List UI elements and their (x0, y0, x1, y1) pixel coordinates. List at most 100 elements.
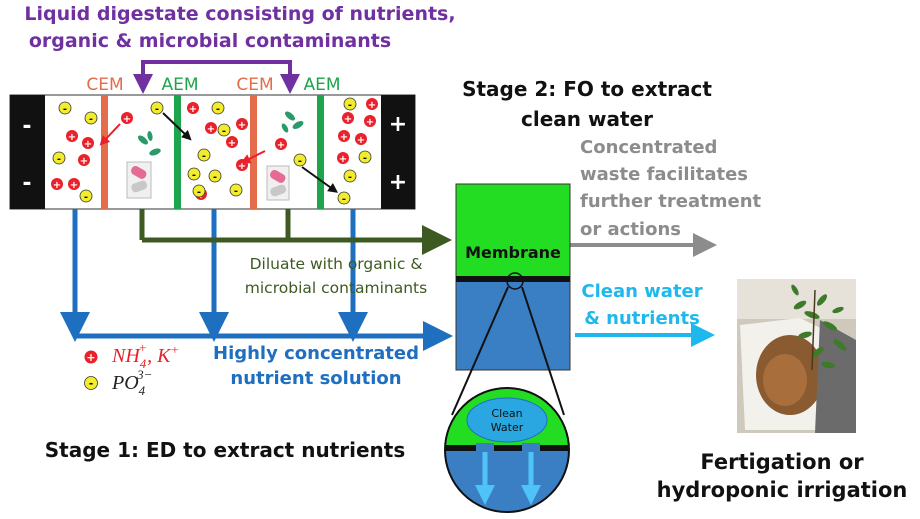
cem1-label: CEM (86, 75, 123, 95)
zoom-marker (506, 272, 524, 290)
svg-text:+: + (84, 139, 92, 150)
svg-text:-: - (197, 187, 201, 198)
svg-text:-: - (192, 170, 196, 181)
legend-anion-icon: - (84, 376, 98, 390)
svg-text:+: + (207, 124, 215, 135)
cation-ion: + (366, 98, 378, 111)
svg-text:-: - (89, 114, 93, 125)
membrane-label: Membrane (465, 243, 561, 262)
svg-text:+: + (123, 114, 131, 125)
cation-ion: + (275, 138, 287, 151)
anion-ion: - (52, 151, 66, 165)
svg-text:+: + (357, 135, 365, 146)
svg-text:+: + (68, 132, 76, 143)
feed-arrows (133, 60, 300, 94)
cathode-sign-2: - (22, 171, 31, 196)
anion-ion: - (84, 111, 98, 125)
svg-text:+: + (70, 180, 78, 191)
cation-ion: + (236, 118, 248, 131)
anion-ion: - (197, 148, 211, 162)
clean-water-line1: Clean water (581, 281, 702, 302)
anion-ion: - (58, 101, 72, 115)
svg-text:+: + (238, 161, 246, 172)
svg-text:-: - (202, 151, 206, 162)
aem2-label: AEM (303, 75, 340, 95)
svg-text:-: - (348, 100, 352, 111)
cem2-label: CEM (236, 75, 273, 95)
cation-ion: + (338, 130, 350, 143)
fertigation-line1: Fertigation or (700, 450, 864, 474)
svg-text:-: - (348, 172, 352, 183)
svg-text:+: + (366, 117, 374, 128)
svg-text:-: - (216, 104, 220, 115)
cation-ion: + (68, 178, 80, 191)
waste-line3: further treatment (580, 191, 762, 212)
svg-text:-: - (234, 186, 238, 197)
cation-ion: + (364, 115, 376, 128)
anion-ion: - (211, 101, 225, 115)
legend-cation-text: NH4+, K+ (111, 340, 179, 371)
waste-line2: waste facilitates (580, 164, 748, 185)
anion-ion: - (343, 97, 357, 111)
anion-ion: - (79, 189, 93, 203)
svg-text:-: - (222, 126, 226, 137)
svg-text:+: + (238, 120, 246, 131)
zoom-line2: Water (491, 421, 524, 434)
cathode-sign-1: - (22, 114, 31, 139)
ed-cell: - - + + (9, 94, 416, 210)
feed-chamber (455, 277, 571, 371)
anion-ion: - (150, 101, 164, 115)
microbe-icon (138, 111, 304, 156)
plant-photo (737, 279, 856, 433)
legend-anion-text: PO43− (111, 367, 152, 398)
anion-ion: - (187, 167, 201, 181)
anion-ion: - (208, 169, 222, 183)
anode-sign-1: + (389, 112, 407, 137)
cem1-membrane (101, 95, 108, 209)
cation-migration-arrows (99, 123, 266, 164)
cation-ion: + (226, 136, 238, 149)
cation-ion: + (205, 122, 217, 135)
svg-text:+: + (53, 180, 61, 191)
svg-text:-: - (57, 154, 61, 165)
stage2-line1: Stage 2: FO to extract (462, 77, 712, 101)
anion-ion: - (293, 153, 307, 167)
svg-text:+: + (86, 351, 95, 364)
svg-text:+: + (340, 132, 348, 143)
stage2-line2: clean water (521, 107, 653, 131)
anion-ion: - (337, 191, 351, 205)
header-line2: organic & microbial contaminants (29, 30, 391, 52)
diluate-line1: Diluate with organic & (250, 255, 423, 273)
svg-text:-: - (298, 156, 302, 167)
svg-text:-: - (84, 192, 88, 203)
svg-text:-: - (63, 104, 67, 115)
cem2-membrane (250, 95, 257, 209)
svg-text:-: - (213, 172, 217, 183)
diluate-line2: microbial contaminants (245, 279, 427, 297)
clean-water-line2: & nutrients (584, 308, 700, 329)
clean-water-bubble (466, 397, 548, 443)
cation-ion: + (82, 137, 94, 150)
svg-text:-: - (363, 153, 367, 164)
zoom-line1: Clean (491, 407, 522, 420)
fo-module: Membrane (451, 183, 571, 416)
svg-text:-: - (155, 104, 159, 115)
ions: + + + + + + + + + + + + + + + + + + + - … (51, 97, 378, 205)
svg-text:-: - (89, 377, 94, 390)
cation-ion: + (342, 112, 354, 125)
aem1-label: AEM (161, 75, 198, 95)
ion-legend: + NH4+, K+ - PO43− (84, 340, 179, 398)
cation-ion: + (51, 178, 63, 191)
svg-text:+: + (277, 140, 285, 151)
cation-ion: + (355, 133, 367, 146)
concentrate-arrows (60, 209, 453, 351)
svg-text:+: + (344, 114, 352, 125)
concentrate-line1: Highly concentrated (213, 343, 419, 364)
aem1-membrane (174, 95, 181, 209)
anion-ion: - (343, 169, 357, 183)
svg-text:+: + (80, 156, 88, 167)
diluate-arrows (139, 209, 452, 255)
svg-text:+: + (368, 100, 376, 111)
anion-ion: - (217, 123, 231, 137)
